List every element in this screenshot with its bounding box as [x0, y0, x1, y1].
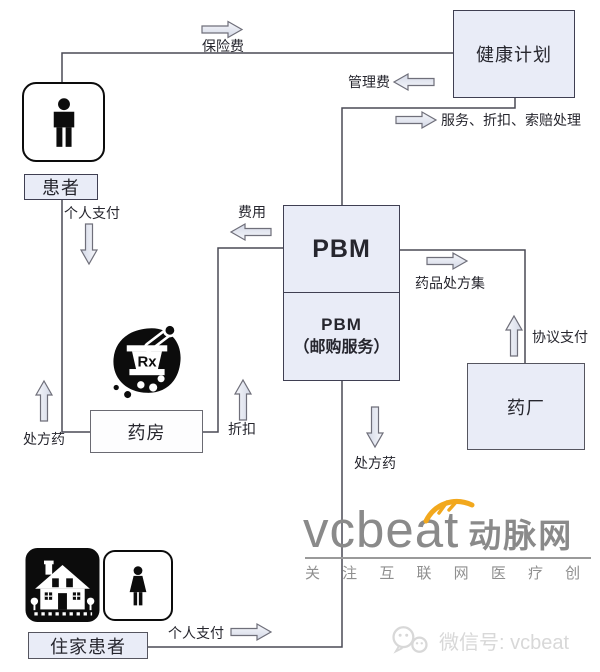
connector-pbmmail-homepatient [148, 381, 343, 648]
management-fee-arrow [393, 73, 435, 91]
node-pbm-label: PBM [312, 234, 371, 263]
node-home-patient-label: 住家患者 [50, 636, 126, 657]
svg-text:Rx: Rx [137, 353, 157, 370]
insurance-premium-arrow [201, 20, 243, 39]
personal-payment-top-arrow [80, 223, 98, 265]
orange-swoosh-icon [423, 495, 475, 525]
service-discount-claims-arrow [395, 111, 437, 129]
node-pbm-mail-title: PBM [321, 315, 362, 335]
management-fee-label: 管理费 [348, 74, 390, 90]
connector-healthplan-pbm [341, 98, 516, 205]
fee-label: 费用 [238, 204, 266, 220]
wechat-id-text: 微信号: vcbeat [439, 631, 570, 654]
node-drug-manufacturer-label: 药厂 [507, 397, 545, 418]
personal-payment-bottom-label: 个人支付 [168, 625, 224, 641]
node-pbm: PBM [283, 205, 400, 293]
connector-pbm-drugmanufacturer [400, 249, 526, 363]
mortar-pestle-rx-icon: Rx [103, 318, 191, 406]
node-patient: 患者 [24, 174, 98, 200]
house-icon [25, 548, 100, 622]
service-discount-claims-label: 服务、折扣、索赔处理 [441, 112, 581, 128]
node-home-patient: 住家患者 [28, 632, 148, 659]
discount-arrow [234, 379, 252, 421]
patient-icon-box [22, 82, 105, 162]
wechat-bubbles-icon [388, 624, 432, 656]
connector-pbm-pharmacy [203, 247, 283, 433]
wechat-watermark: 微信号: vcbeat [388, 624, 569, 656]
node-pharmacy-label: 药房 [127, 422, 166, 443]
node-pharmacy: 药房 [90, 410, 203, 453]
drug-formulary-arrow [426, 252, 468, 270]
connector-patient-healthplan [61, 52, 453, 82]
discount-label: 折扣 [228, 421, 256, 437]
personal-payment-bottom-arrow [230, 623, 272, 641]
node-patient-label: 患者 [42, 178, 80, 198]
female-person-icon [116, 558, 160, 614]
personal-payment-top-label: 个人支付 [64, 205, 120, 221]
node-health-plan-label: 健康计划 [476, 45, 552, 65]
logo-tagline: 关 注 互 联 网 医 疗 创 业 [305, 565, 600, 582]
vcbeat-logo-cn: 动脉网 [468, 517, 574, 554]
prescription-drug-bottom-arrow [366, 406, 384, 448]
vcbeat-logo: vcbeat 动脉网 关 注 互 联 网 医 疗 创 业 [303, 499, 600, 582]
prescription-drug-left-label: 处方药 [23, 431, 65, 447]
node-health-plan: 健康计划 [453, 10, 575, 98]
drug-formulary-label: 药品处方集 [415, 275, 485, 291]
insurance-premium-label: 保险费 [202, 38, 244, 54]
male-person-icon [37, 91, 91, 153]
prescription-drug-left-arrow [35, 380, 53, 422]
prescription-drug-bottom-label: 处方药 [354, 455, 396, 471]
logo-underline [305, 557, 591, 559]
node-drug-manufacturer: 药厂 [467, 363, 585, 450]
agreement-payment-arrow [505, 315, 523, 357]
agreement-payment-label: 协议支付 [532, 329, 588, 345]
connector-patient-pharmacy [61, 200, 90, 433]
home-patient-icon-box [103, 550, 173, 621]
node-pbm-mail-sub: （邮购服务） [293, 339, 390, 357]
node-pbm-mail-order: PBM （邮购服务） [283, 292, 400, 381]
fee-arrow [230, 223, 272, 241]
